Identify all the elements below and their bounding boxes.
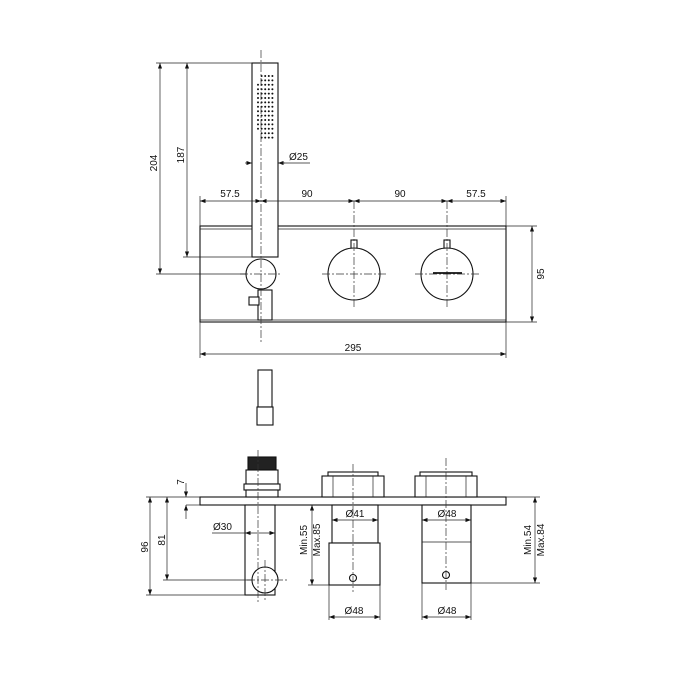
right-max-depth: Max.84 xyxy=(536,523,547,556)
right-min-depth: Min.54 xyxy=(523,525,534,555)
spray-nozzles xyxy=(257,75,274,139)
nozzle-dot xyxy=(257,92,259,95)
nozzle-dot xyxy=(271,136,274,139)
nozzle-dot xyxy=(260,127,263,130)
dim-right-body-diameter: Ø48 xyxy=(438,606,457,617)
left-min-depth: Min.55 xyxy=(299,525,310,555)
nozzle-dot xyxy=(257,88,259,91)
nozzle-dot xyxy=(267,127,270,130)
nozzle-dot xyxy=(257,114,259,117)
nozzle-dot xyxy=(271,119,274,121)
dim-7: 7 xyxy=(176,479,187,485)
nozzle-dot xyxy=(271,114,274,117)
nozzle-dot xyxy=(271,88,274,91)
nozzle-dot xyxy=(267,132,270,135)
nozzle-dot xyxy=(271,123,274,126)
nozzle-dot xyxy=(267,88,270,91)
nozzle-dot xyxy=(267,136,270,139)
dim-187: 187 xyxy=(176,146,187,163)
dim-96: 96 xyxy=(140,541,151,553)
nozzle-dot xyxy=(257,83,259,86)
nozzle-dot xyxy=(267,119,270,121)
nozzle-dot xyxy=(271,75,274,77)
nozzle-dot xyxy=(257,123,259,126)
nozzle-dot xyxy=(257,97,259,99)
hose-outlet xyxy=(248,296,260,306)
nozzle-dot xyxy=(264,114,267,117)
hose-connector-part xyxy=(256,369,274,426)
nozzle-dot xyxy=(264,127,267,130)
dim-left-body-diameter: Ø48 xyxy=(345,606,364,617)
nozzle-dot xyxy=(271,92,274,95)
dim-90-right: 90 xyxy=(394,189,406,200)
nozzle-dot xyxy=(271,132,274,135)
nozzle-dot xyxy=(264,119,267,121)
nozzle-dot xyxy=(257,127,259,130)
nozzle-dot xyxy=(257,105,259,108)
nozzle-dot xyxy=(271,79,274,82)
nozzle-dot xyxy=(267,97,270,99)
nozzle-dot xyxy=(264,75,267,77)
dim-95: 95 xyxy=(536,268,547,280)
dim-90-left: 90 xyxy=(301,189,313,200)
nozzle-dot xyxy=(264,92,267,95)
dim-right-knob-diameter: Ø48 xyxy=(438,509,457,520)
nozzle-dot xyxy=(271,105,274,108)
nozzle-dot xyxy=(267,75,270,77)
nozzle-dot xyxy=(271,101,274,104)
nozzle-dot xyxy=(271,110,274,113)
nozzle-dot xyxy=(264,88,267,91)
nozzle-dot xyxy=(271,127,274,130)
nozzle-dot xyxy=(260,132,263,135)
top-view: 57.5 90 90 57.5 295 95 204 187 Ø25 xyxy=(149,50,547,358)
side-view: 96 81 7 Ø30 Ø41 Ø48 Ø48 Ø48 Min.55 Max.8… xyxy=(140,450,547,620)
dim-81: 81 xyxy=(157,534,168,546)
dim-295: 295 xyxy=(345,343,362,354)
nozzle-dot xyxy=(267,92,270,95)
nozzle-dot xyxy=(267,123,270,126)
nozzle-dot xyxy=(257,119,259,121)
dim-57-5-right: 57.5 xyxy=(466,189,486,200)
nozzle-dot xyxy=(264,83,267,86)
hand-shower xyxy=(251,62,279,258)
nozzle-dot xyxy=(264,105,267,108)
nozzle-dot xyxy=(264,79,267,82)
dim-57-5-left: 57.5 xyxy=(220,189,240,200)
dim-left-knob-diameter: Ø41 xyxy=(346,509,365,520)
dim-shower-diameter: Ø25 xyxy=(289,152,308,163)
nozzle-dot xyxy=(267,105,270,108)
nozzle-dot xyxy=(264,136,267,139)
nozzle-dot xyxy=(264,132,267,135)
nozzle-dot xyxy=(267,110,270,113)
left-max-depth: Max.85 xyxy=(312,523,323,556)
nozzle-dot xyxy=(264,123,267,126)
nozzle-dot xyxy=(267,101,270,104)
nozzle-dot xyxy=(257,110,259,113)
dim-204: 204 xyxy=(149,154,160,171)
nozzle-dot xyxy=(271,83,274,86)
nozzle-dot xyxy=(271,97,274,99)
dim-outlet-diameter: Ø30 xyxy=(213,522,232,533)
nozzle-dot xyxy=(267,83,270,86)
nozzle-dot xyxy=(257,101,259,104)
nozzle-dot xyxy=(264,110,267,113)
nozzle-dot xyxy=(267,114,270,117)
nozzle-dot xyxy=(264,97,267,99)
nozzle-dot xyxy=(264,101,267,104)
nozzle-dot xyxy=(267,79,270,82)
